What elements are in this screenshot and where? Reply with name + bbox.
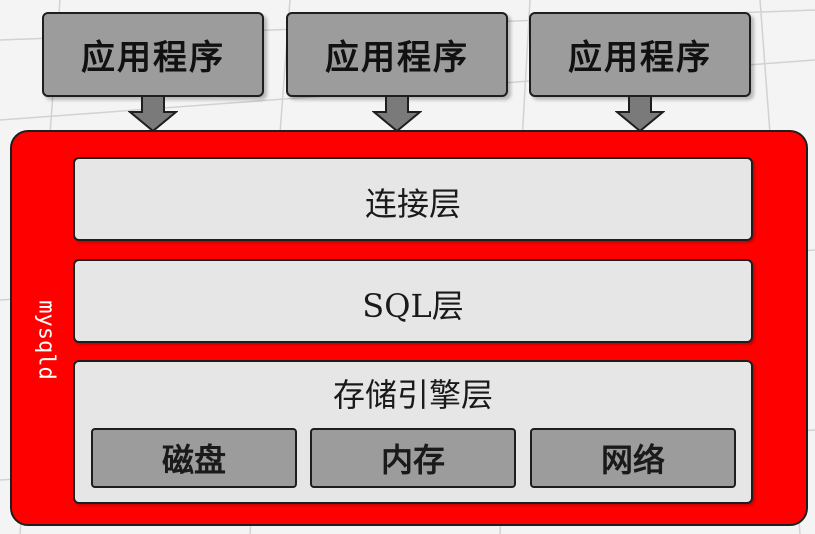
resource-network: 网络 — [530, 428, 736, 488]
down-arrow-3 — [615, 96, 665, 132]
connection-layer: 连接层 — [73, 157, 753, 241]
sql-layer-label: SQL层 — [362, 287, 464, 325]
connection-layer-label: 连接层 — [364, 185, 461, 223]
mysqld-label: mysqld — [33, 300, 59, 380]
down-arrow-2 — [372, 96, 422, 132]
application-box-1: 应用程序 — [42, 12, 264, 97]
down-arrow-1 — [128, 96, 178, 132]
sql-layer: SQL层 — [73, 259, 753, 343]
storage-engine-layer-label: 存储引擎层 — [332, 376, 493, 414]
storage-engine-layer: 存储引擎层 磁盘 内存 网络 — [73, 360, 753, 504]
resource-memory: 内存 — [310, 428, 516, 488]
resource-disk: 磁盘 — [91, 428, 297, 488]
application-box-2: 应用程序 — [286, 12, 508, 97]
application-box-3: 应用程序 — [529, 12, 751, 97]
